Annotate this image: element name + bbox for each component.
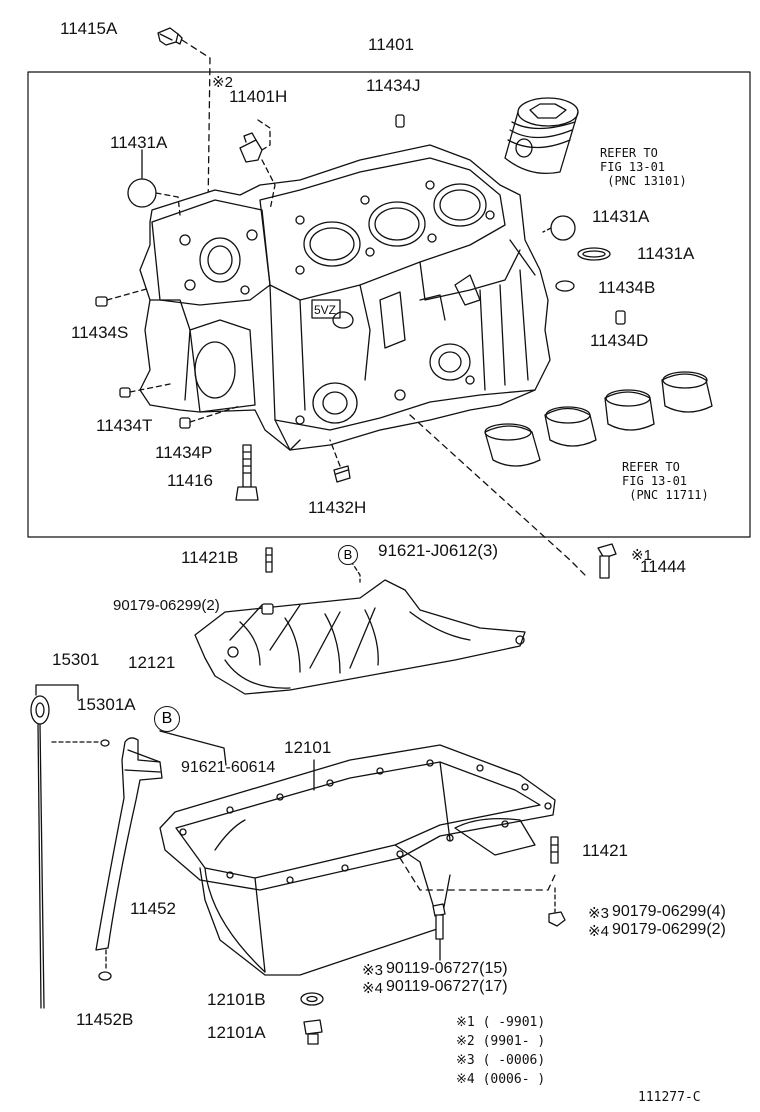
plug-11432H-drawing xyxy=(334,466,350,482)
bolt-11416-drawing xyxy=(236,445,258,500)
label-15301: 15301 xyxy=(52,650,100,669)
label-12101B: 12101B xyxy=(207,990,266,1009)
gasket-12101B-drawing xyxy=(301,993,323,1005)
footnote-3: ※3 ( -0006) xyxy=(456,1053,546,1068)
label-90179-3: 90179-06299(4) xyxy=(612,903,726,920)
label-11434T: 11434T xyxy=(96,416,153,435)
label-11434S: 11434S xyxy=(71,323,129,342)
label-11434J: 11434J xyxy=(366,76,421,95)
oil-pan-drawing xyxy=(160,745,555,975)
bearings-drawing xyxy=(485,372,712,466)
label-12101A: 12101A xyxy=(207,1023,266,1042)
label-11444: 11444 xyxy=(640,557,687,576)
label-11434D: 11434D xyxy=(590,331,649,350)
cylinder-block-drawing: 5VZ xyxy=(140,145,550,450)
svg-text:5VZ: 5VZ xyxy=(314,303,336,317)
label-11452B: 11452B xyxy=(76,1010,134,1029)
plug-11434J-drawing xyxy=(396,115,404,127)
dipstick-drawing xyxy=(31,685,78,1008)
label-11415A: 11415A xyxy=(60,19,118,38)
label-11434P: 11434P xyxy=(155,443,213,462)
label-11452: 11452 xyxy=(130,899,177,918)
stud-11421B-drawing xyxy=(266,548,272,572)
label-11431A-left: 11431A xyxy=(110,133,168,152)
plug-11434S-drawing xyxy=(96,297,107,306)
oring-11452B xyxy=(99,972,111,980)
refer-piston: REFER TO FIG 13-01 (PNC 13101) xyxy=(600,146,687,188)
block-group-frame xyxy=(28,72,750,537)
footnote-2: ※2 (9901- ) xyxy=(456,1034,546,1049)
baffle-plate-drawing xyxy=(195,580,525,694)
footnote-4: ※4 (0006- ) xyxy=(456,1072,546,1087)
mark-1: ※1 xyxy=(631,547,652,564)
label-11431A-right: 11431A xyxy=(592,207,650,226)
label-91621-60614: 91621-60614 xyxy=(181,759,276,776)
bolt-90119-drawing xyxy=(433,904,445,939)
cup-plug-11431A-right xyxy=(551,216,575,240)
mark-4-bolt: ※4 xyxy=(362,980,383,997)
cup-plug-11431A-left xyxy=(128,179,156,207)
circle-b-lower: B xyxy=(154,706,180,732)
plug-11434P-drawing xyxy=(180,418,190,428)
stud-11421-drawing xyxy=(551,837,558,863)
label-11434B: 11434B xyxy=(598,278,656,297)
ring-11431A xyxy=(578,248,610,260)
label-90179-a: 90179-06299(2) xyxy=(113,597,220,614)
mark-4-nut: ※4 xyxy=(588,923,609,940)
oring-15301A xyxy=(101,740,109,746)
plug-11434B-drawing xyxy=(556,281,574,291)
label-12121: 12121 xyxy=(128,653,176,672)
drain-plug-12101A-drawing xyxy=(304,1020,322,1044)
leader-11401H-b xyxy=(262,160,275,210)
plug-11415A-drawing xyxy=(158,28,182,45)
mark-3-bolt: ※3 xyxy=(362,962,383,979)
label-11432H: 11432H xyxy=(308,498,367,517)
leader-11401H xyxy=(258,120,270,150)
leader-11444 xyxy=(410,415,585,575)
label-90179-4: 90179-06299(2) xyxy=(612,921,726,938)
mark-2: ※2 xyxy=(212,74,233,91)
leader-11415A xyxy=(182,40,210,210)
label-90119-3: 90119-06727(15) xyxy=(386,960,508,977)
label-15301A: 15301A xyxy=(77,695,136,714)
label-12101: 12101 xyxy=(284,738,332,757)
plug-11434D-drawing xyxy=(616,311,625,324)
refer-bearing: REFER TO FIG 13-01 (PNC 11711) xyxy=(622,460,709,502)
bolt-11444-drawing xyxy=(598,544,616,578)
footnote-1: ※1 ( -9901) xyxy=(456,1015,546,1030)
piston-drawing xyxy=(505,98,578,173)
fitting-11401H-drawing xyxy=(240,133,262,162)
guide-tube-drawing xyxy=(96,738,162,950)
plug-11434T-drawing xyxy=(120,388,130,397)
label-11431A-ring: 11431A xyxy=(637,244,695,263)
label-11401H: 11401H xyxy=(229,87,288,106)
label-11421B: 11421B xyxy=(181,548,239,567)
label-11416: 11416 xyxy=(167,471,214,490)
figure-id: 111277-C xyxy=(638,1090,701,1105)
label-91621-J0612: 91621-J0612(3) xyxy=(378,541,499,560)
label-11421: 11421 xyxy=(582,841,629,860)
mark-3-nut: ※3 xyxy=(588,905,609,922)
nut-90179-lower-drawing xyxy=(549,912,565,926)
label-11401: 11401 xyxy=(368,35,415,54)
nut-90179-top-drawing xyxy=(262,604,273,614)
label-90119-4: 90119-06727(17) xyxy=(386,978,508,995)
circle-b-upper: B xyxy=(338,545,358,565)
